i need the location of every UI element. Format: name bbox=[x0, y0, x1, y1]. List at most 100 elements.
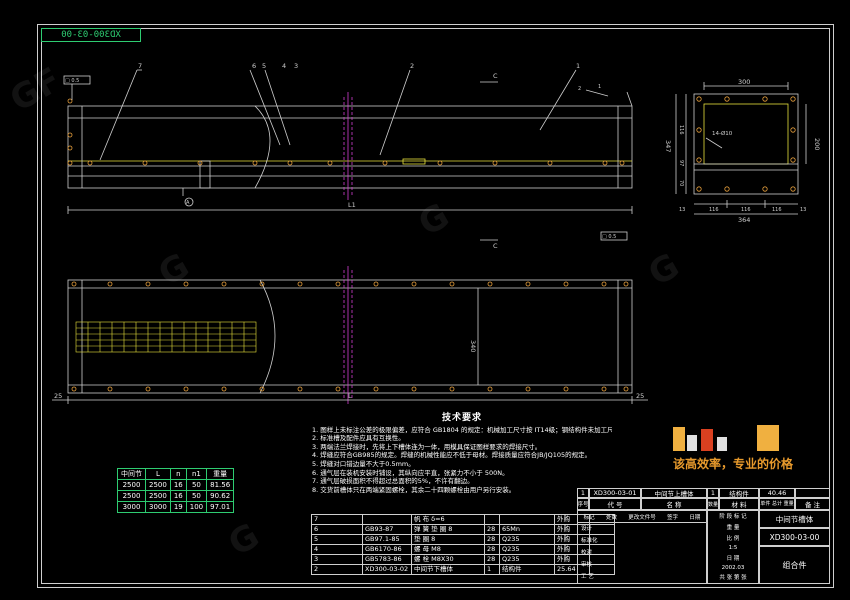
table-cell: 6 bbox=[311, 524, 363, 535]
table-cell: 19 bbox=[169, 501, 187, 513]
datum-circle bbox=[184, 197, 194, 207]
side-dim-left: 347 bbox=[664, 140, 672, 152]
sheet-label: 共 张 第 张 bbox=[719, 575, 747, 582]
table-row: 2 XD300-03-02 中间节下槽体 1 结构件 25.64 bbox=[311, 564, 615, 575]
table-cell: Q235 bbox=[499, 534, 555, 545]
dim-L: L bbox=[348, 392, 352, 400]
tb-cell bbox=[795, 488, 830, 498]
hole-spec: 14-Ø10 bbox=[712, 130, 733, 137]
drawing-labels: 7 6 5 4 3 2 1 C C L1 L 340 25 25 A 300 2… bbox=[54, 62, 821, 400]
tb-header: 材 料 bbox=[719, 498, 759, 510]
weld-mark: 1 bbox=[598, 84, 601, 90]
table-cell: 垫 圈 8 bbox=[411, 534, 485, 545]
table-cell: GB93-87 bbox=[362, 524, 412, 535]
table-row: 2500 2500 16 50 81.56 bbox=[117, 479, 235, 491]
dim-L1: L1 bbox=[348, 201, 356, 209]
dim-25-right: 25 bbox=[636, 392, 644, 400]
table-cell: 3 bbox=[311, 554, 363, 565]
rev-label: 处数 bbox=[605, 514, 617, 521]
rev-label: 日期 bbox=[689, 514, 701, 521]
table-cell: 螺 栓 M8X30 bbox=[411, 554, 485, 565]
drawing-border-inner bbox=[41, 28, 830, 584]
top-view bbox=[52, 266, 648, 404]
table-row: 5 GB97.1-85 垫 圈 8 28 Q235 外购 bbox=[311, 534, 615, 545]
role-list: 设计 标准化 校对 审核 工 艺 bbox=[578, 523, 706, 583]
scale-value: 1:5 bbox=[728, 544, 738, 551]
table-cell: 2500 bbox=[117, 490, 146, 502]
rev-label: 标记 bbox=[583, 514, 595, 521]
role-label: 标准化 bbox=[581, 538, 598, 544]
variant-table: 中间节 L n n1 重量 2500 2500 16 50 81.56 2500… bbox=[117, 468, 235, 513]
tech-line: 5. 焊缝对口错边量不大于0.5mm。 bbox=[312, 459, 415, 468]
weight-label: 重 量 bbox=[726, 525, 740, 532]
assembly-label: 组合件 bbox=[759, 546, 830, 584]
table-cell: GB97.1-85 bbox=[362, 534, 412, 545]
table-cell: 16 bbox=[169, 490, 187, 502]
tb-cell: XD300-03-01 bbox=[589, 488, 641, 498]
tb-cell: 结构件 bbox=[719, 488, 759, 498]
table-cell: XD300-03-02 bbox=[362, 564, 412, 575]
side-seg: 116 bbox=[741, 207, 751, 213]
table-cell: 4 bbox=[311, 544, 363, 555]
watermark-shape bbox=[757, 425, 779, 451]
tech-line: 1. 图样上未标注公差的极限偏差，应符合 GB1804 的规定：机械加工尺寸按 … bbox=[312, 425, 612, 434]
role-label: 校对 bbox=[581, 550, 593, 556]
dim-340: 340 bbox=[469, 340, 477, 352]
leader-label: 1 bbox=[576, 62, 580, 70]
table-cell: Q235 bbox=[499, 544, 555, 555]
table-row: 3000 3000 19 100 97.01 bbox=[117, 501, 235, 513]
table-cell bbox=[484, 514, 500, 525]
watermark-shape bbox=[687, 435, 697, 451]
table-cell: 7 bbox=[311, 514, 363, 525]
table-row: 4 GB6170-86 螺 母 M8 28 Q235 外购 bbox=[311, 544, 615, 555]
table-cell bbox=[499, 514, 555, 525]
front-view bbox=[63, 69, 633, 241]
watermark-text: 该高效率，专业的价格 bbox=[673, 457, 794, 471]
leader-label: 7 bbox=[138, 62, 142, 70]
table-header-cell: L bbox=[145, 468, 171, 480]
watermark-shape bbox=[701, 429, 713, 451]
part-name: 中间节槽体 bbox=[759, 510, 830, 528]
table-cell: 结构件 bbox=[499, 564, 555, 575]
tb-cell: 1 bbox=[577, 488, 589, 498]
table-cell: GB5783-86 bbox=[362, 554, 412, 565]
table-cell: 65Mn bbox=[499, 524, 555, 535]
side-dim-bottom: 364 bbox=[738, 216, 750, 224]
role-label: 审核 bbox=[581, 562, 593, 568]
rev-label: 更改文件号 bbox=[628, 514, 656, 521]
stage-cell: 阶 段 标 记 重 量 比 例 1:5 日 期 2002.03 共 张 第 张 bbox=[707, 510, 759, 584]
table-cell: 16 bbox=[169, 479, 187, 491]
table-header-row: 中间节 L n n1 重量 bbox=[117, 468, 235, 480]
side-dim-top: 300 bbox=[738, 78, 750, 86]
side-seg-v: 116 bbox=[678, 125, 684, 135]
leader-label: 6 bbox=[252, 62, 256, 70]
table-cell: 3000 bbox=[145, 501, 171, 513]
tb-cell: 40.46 bbox=[759, 488, 795, 498]
table-cell: 97.01 bbox=[206, 501, 235, 513]
tb-cell: 中间节上槽体 bbox=[641, 488, 707, 498]
drawing-border-outer bbox=[37, 24, 834, 588]
side-flange-outline bbox=[693, 93, 799, 195]
tb-header: 单件 总计 重量 bbox=[759, 498, 795, 510]
mesh-grid bbox=[75, 321, 257, 353]
revision-row: 标记 处数 更改文件号 签字 日期 bbox=[578, 511, 706, 523]
watermark-shape bbox=[717, 437, 727, 451]
table-cell: 90.62 bbox=[206, 490, 235, 502]
table-row: 3 GB5783-86 螺 栓 M8X30 28 Q235 外购 bbox=[311, 554, 615, 565]
process-label: 工 艺 bbox=[581, 574, 594, 580]
tech-line: 6. 通气层在装机安装时铺设，其纵向应平直，张紧力不小于 500N。 bbox=[312, 468, 509, 477]
leader-label: 3 bbox=[294, 62, 298, 70]
date-label: 日 期 bbox=[726, 555, 740, 562]
tech-line: 7. 通气层破损面积不得超过总面积的5%，不许有翻边。 bbox=[312, 477, 474, 486]
dim-25-left: 25 bbox=[54, 392, 62, 400]
tb-header: 序号 bbox=[577, 498, 589, 510]
table-cell: Q235 bbox=[499, 554, 555, 565]
side-seg: 13 bbox=[679, 207, 685, 213]
table-header-cell: n bbox=[169, 468, 187, 480]
role-label: 设计 bbox=[581, 526, 593, 532]
side-seg-v: 97 bbox=[678, 160, 684, 166]
table-header-cell: n1 bbox=[185, 468, 208, 480]
table-cell: 28 bbox=[484, 524, 500, 535]
side-dim-right: 200 bbox=[813, 138, 821, 150]
